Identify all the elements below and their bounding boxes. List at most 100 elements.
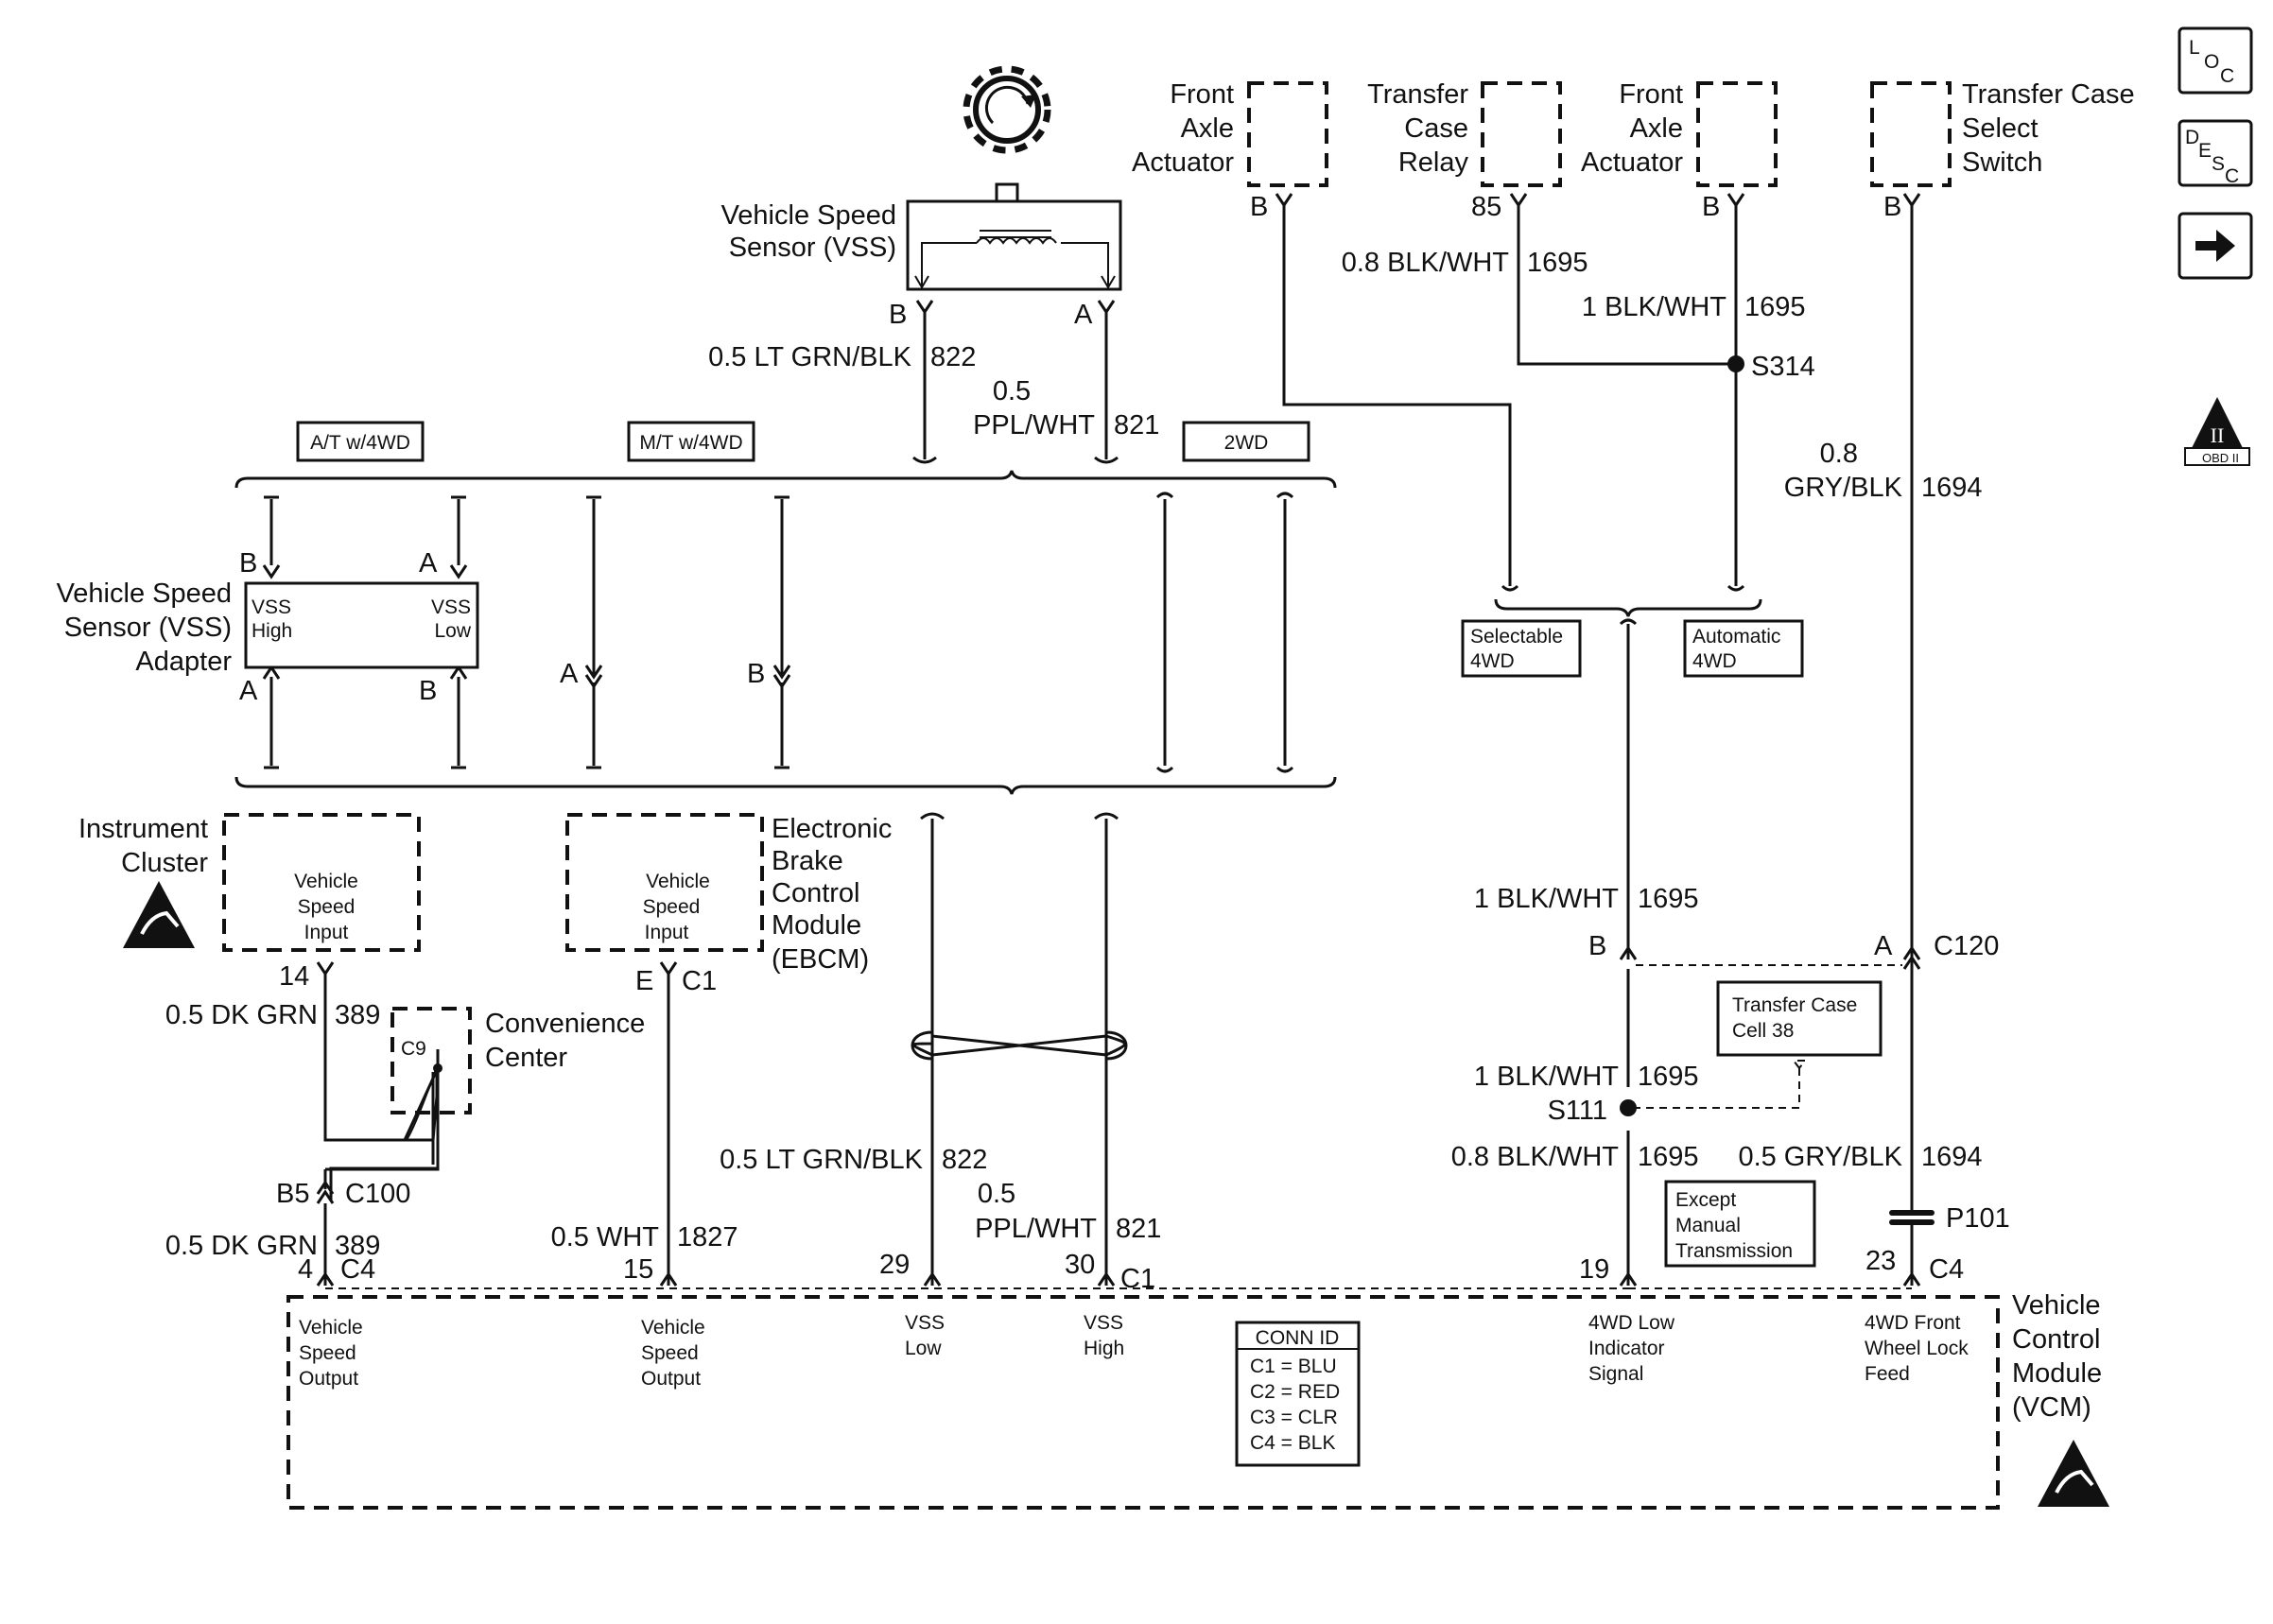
diagram-label: A — [1874, 931, 1893, 961]
diagram-label: Vehicle — [646, 871, 710, 892]
option-brace-bottom — [234, 776, 1337, 795]
diagram-label: 4 — [298, 1254, 313, 1285]
esd-warning-icon — [123, 881, 195, 948]
diagram-label: C2 = RED — [1250, 1381, 1340, 1403]
option-mt-4wd: M/T w/4WD — [627, 421, 755, 462]
diagram-label: D — [2185, 127, 2199, 148]
diagram-label: M/T w/4WD — [639, 432, 742, 454]
diagram-label: C — [2225, 165, 2239, 187]
diagram-label: 0.5 WHT — [551, 1222, 660, 1253]
wire-1695-main — [1619, 618, 1638, 1286]
diagram-label: 1695 — [1638, 884, 1699, 914]
diagram-label: 29 — [879, 1250, 910, 1280]
diagram-label: VSS — [1084, 1312, 1123, 1334]
diagram-label: 0.5 DK GRN — [165, 1231, 318, 1261]
diagram-label: O — [2204, 51, 2219, 73]
diagram-label: Actuator — [1581, 147, 1683, 178]
diagram-label: 821 — [1114, 410, 1159, 441]
diagram-label: E — [635, 966, 653, 996]
diagram-label: 1695 — [1527, 248, 1588, 278]
diagram-label: 389 — [335, 1000, 380, 1030]
diagram-label: C4 — [1929, 1254, 1964, 1285]
diagram-label: Vehicle — [299, 1317, 363, 1339]
diagram-label: 14 — [279, 961, 309, 992]
diagram-label: C100 — [345, 1179, 410, 1209]
diagram-label: Cell 38 — [1732, 1020, 1794, 1042]
diagram-label: 15 — [623, 1254, 653, 1285]
diagram-label: Manual — [1675, 1215, 1741, 1236]
option-wires — [262, 492, 1294, 773]
vcm-esd-icon — [2038, 1440, 2109, 1507]
diagram-label: L — [2189, 37, 2200, 59]
diagram-label: Low — [434, 620, 471, 642]
diagram-label: Speed — [299, 1342, 356, 1364]
diagram-label: PPL/WHT — [975, 1214, 1097, 1244]
diagram-label: Speed — [298, 896, 356, 918]
diagram-label: 85 — [1471, 192, 1501, 222]
diagram-label: 30 — [1065, 1250, 1095, 1280]
diagram-label: High — [252, 620, 292, 642]
diagram-label: Output — [641, 1368, 701, 1390]
diagram-label: C — [2220, 65, 2234, 87]
p101-connector — [1889, 1210, 1935, 1225]
diagram-label: Vehicle — [641, 1317, 705, 1339]
vss-name: Vehicle Speed — [721, 200, 896, 231]
diagram-label: Module — [772, 910, 861, 941]
diagram-label: 0.8 — [1820, 439, 1858, 469]
diagram-label: 0.5 DK GRN — [165, 1000, 318, 1030]
diagram-label: Axle — [1630, 113, 1683, 144]
vehicle-control-module — [286, 1287, 2000, 1510]
diagram-label: (EBCM) — [772, 944, 869, 975]
diagram-label: (VCM) — [2012, 1392, 2091, 1423]
diagram-label: 1 BLK/WHT — [1474, 884, 1619, 914]
diagram-label: Transmission — [1675, 1240, 1793, 1262]
diagram-label: 2WD — [1224, 432, 1269, 454]
diagram-label: C1 — [682, 966, 717, 996]
convenience-center: C9 — [329, 1007, 472, 1201]
diagram-label: 4WD Low — [1588, 1312, 1675, 1334]
description-icon[interactable]: D E S C — [2178, 119, 2253, 187]
diagram-label: Relay — [1398, 147, 1469, 178]
diagram-label: 4WD — [1470, 650, 1515, 672]
vcm-pin-labels: Vehicle Speed Output Vehicle Speed Outpu… — [299, 1312, 1969, 1390]
diagram-label: Speed — [641, 1342, 699, 1364]
diagram-label: II — [2211, 423, 2225, 447]
diagram-label: Front — [1619, 79, 1683, 110]
diagram-label: C1 — [1120, 1264, 1155, 1294]
diagram-label: 1694 — [1921, 473, 1983, 503]
vss-wires — [923, 312, 1108, 459]
transfer-case-cell: Transfer Case Cell 38 — [1716, 980, 1883, 1057]
diagram-label: 0.8 BLK/WHT — [1451, 1142, 1620, 1172]
diagram-label: B — [1588, 931, 1606, 961]
diagram-label: 0.5 — [978, 1179, 1015, 1209]
vss-adapter: VSS High VSS Low — [244, 581, 479, 669]
diagram-label: A/T w/4WD — [310, 432, 410, 454]
4wd-brace — [1494, 598, 1762, 617]
diagram-label: 1695 — [1744, 292, 1806, 322]
next-arrow-icon[interactable] — [2178, 212, 2253, 280]
diagram-label: B5 — [276, 1179, 309, 1209]
diagram-label: Sensor (VSS) — [729, 233, 896, 263]
diagram-label: Vehicle — [2012, 1290, 2101, 1321]
diagram-label: Actuator — [1132, 147, 1234, 178]
twisted-pair-wires — [920, 812, 1119, 1286]
diagram-label: Cluster — [121, 848, 208, 878]
vss-pin-a: A — [1074, 300, 1093, 330]
diagram-label: Indicator — [1588, 1338, 1665, 1359]
diagram-label: B — [1702, 192, 1720, 222]
diagram-label: S314 — [1751, 352, 1815, 382]
diagram-label: P101 — [1946, 1203, 2010, 1234]
location-icon[interactable]: L O C — [2178, 26, 2253, 95]
splice-s314 — [1727, 355, 1744, 372]
diagram-label: Select — [1962, 113, 2039, 144]
diagram-label: 4WD Front — [1865, 1312, 1961, 1334]
transfer-case-relay — [1481, 81, 1562, 187]
diagram-label: B — [239, 548, 257, 579]
diagram-label: 389 — [335, 1231, 380, 1261]
diagram-label: Vehicle — [294, 871, 358, 892]
diagram-label: B — [419, 676, 437, 706]
diagram-label: 23 — [1865, 1246, 1896, 1276]
adapter-name: Vehicle Speed — [57, 579, 232, 609]
diagram-label: B — [1250, 192, 1268, 222]
